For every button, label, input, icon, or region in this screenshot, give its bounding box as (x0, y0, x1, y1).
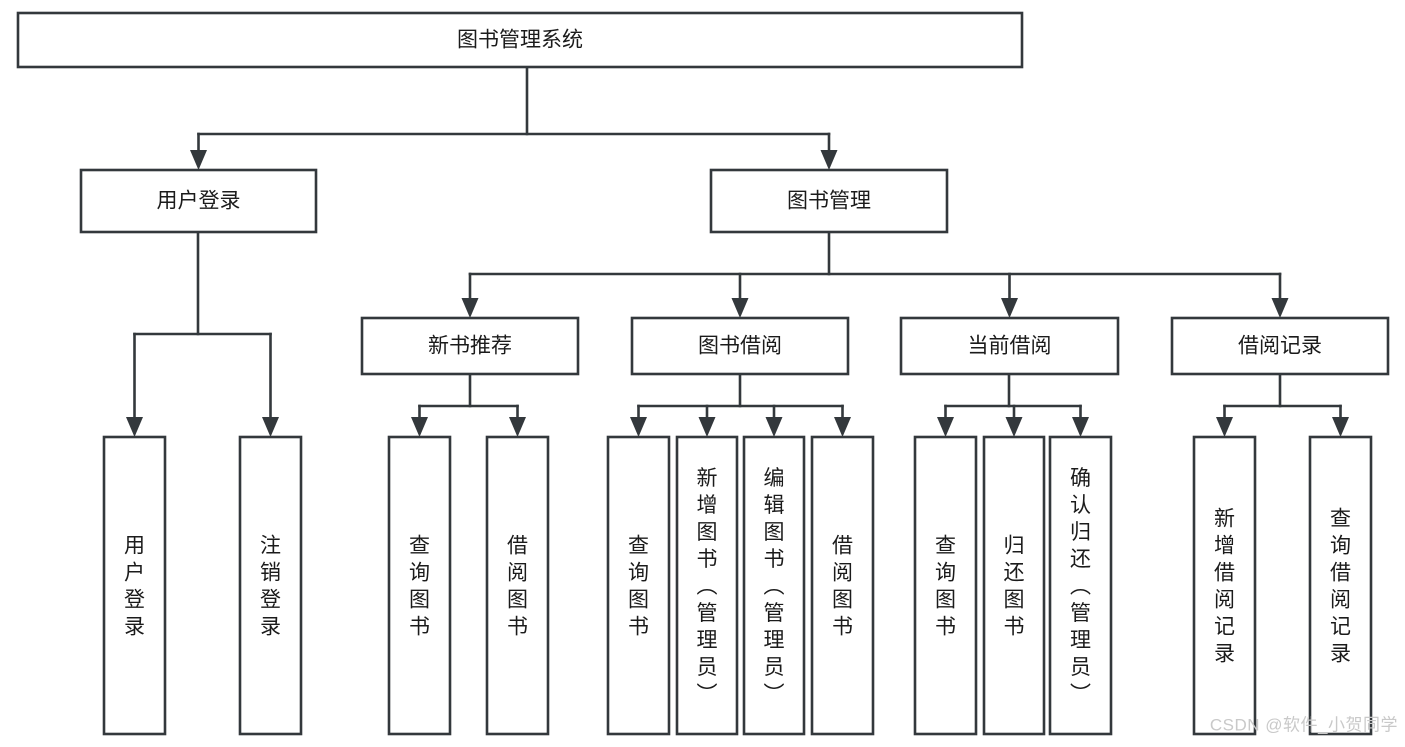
node-label-leaf-user-login: 用户登录 (124, 535, 145, 639)
node-label-leaf-borrow-book-1: 借阅图书 (507, 535, 528, 639)
node-box-new-book-rec[interactable] (360, 316, 580, 376)
arrow-head-icon (1072, 417, 1089, 437)
node-borrow-record[interactable]: 借阅记录 (1170, 316, 1390, 376)
arrow-head-icon (1005, 417, 1023, 437)
node-book-admin[interactable]: 图书管理 (709, 168, 949, 234)
arrow-head-icon (190, 150, 207, 170)
arrow-head-icon (731, 298, 749, 318)
node-box-leaf-borrow-book-1[interactable] (485, 435, 550, 736)
node-box-user-login[interactable] (79, 168, 318, 234)
arrow-head-icon (509, 417, 526, 437)
node-user-login[interactable]: 用户登录 (79, 168, 318, 234)
node-layer: 图书管理系统用户登录图书管理新书推荐图书借阅当前借阅借阅记录用户登录注销登录查询… (16, 11, 1390, 736)
node-label-leaf-edit-book: 编辑图书︵管理员︶ (764, 467, 785, 706)
node-leaf-query-book-3[interactable]: 查询图书 (913, 435, 978, 736)
node-leaf-return-book[interactable]: 归还图书 (982, 435, 1046, 736)
node-leaf-edit-book[interactable]: 编辑图书︵管理员︶ (742, 435, 806, 736)
node-label-new-book-rec: 新书推荐 (428, 335, 512, 358)
node-label-leaf-query-book-2: 查询图书 (628, 535, 649, 639)
arrow-head-icon (262, 417, 279, 437)
arrow-head-icon (126, 417, 143, 437)
node-box-leaf-user-login[interactable] (102, 435, 167, 736)
node-box-leaf-edit-book[interactable] (742, 435, 806, 736)
node-box-leaf-query-book-3[interactable] (913, 435, 978, 736)
node-box-leaf-logout[interactable] (238, 435, 303, 736)
arrow-head-icon (1332, 417, 1349, 437)
connector-group-bus-root (190, 65, 838, 170)
node-label-leaf-confirm-return: 确认归还︵管理员︶ (1070, 467, 1091, 706)
arrow-head-icon (630, 417, 647, 437)
arrow-head-icon (820, 150, 838, 170)
arrow-head-icon (937, 417, 954, 437)
arrow-head-icon (765, 417, 783, 437)
node-label-borrow-record: 借阅记录 (1238, 335, 1322, 358)
node-box-leaf-query-record[interactable] (1308, 435, 1373, 736)
node-label-current-borrow: 当前借阅 (968, 335, 1052, 358)
node-label-root: 图书管理系统 (457, 29, 583, 52)
arrow-head-icon (1216, 417, 1233, 437)
node-box-leaf-add-record[interactable] (1192, 435, 1257, 736)
arrow-head-icon (1271, 298, 1289, 318)
node-box-book-admin[interactable] (709, 168, 949, 234)
arrow-head-icon (834, 417, 851, 437)
arrow-head-icon (1001, 298, 1018, 318)
node-box-book-borrow[interactable] (630, 316, 850, 376)
node-label-leaf-query-book-1: 查询图书 (409, 535, 430, 639)
node-leaf-user-login[interactable]: 用户登录 (102, 435, 167, 736)
connector-group-bus-new-book-rec (411, 372, 526, 437)
node-label-user-login: 用户登录 (157, 190, 241, 213)
node-root[interactable]: 图书管理系统 (16, 11, 1024, 69)
arrow-head-icon (698, 417, 716, 437)
connector-group-bus-borrow-record (1216, 372, 1349, 437)
node-leaf-borrow-book-1[interactable]: 借阅图书 (485, 435, 550, 736)
node-box-root[interactable] (16, 11, 1024, 69)
node-label-leaf-add-record: 新增借阅记录 (1214, 508, 1235, 666)
node-box-leaf-query-book-1[interactable] (387, 435, 452, 736)
node-label-leaf-return-book: 归还图书 (1004, 535, 1025, 639)
connector-layer (126, 65, 1349, 437)
connector-group-bus-current-borrow (937, 372, 1089, 437)
node-book-borrow[interactable]: 图书借阅 (630, 316, 850, 376)
node-leaf-query-book-2[interactable]: 查询图书 (606, 435, 671, 736)
node-label-book-admin: 图书管理 (787, 190, 871, 213)
arrow-head-icon (411, 417, 428, 437)
node-leaf-query-record[interactable]: 查询借阅记录 (1308, 435, 1373, 736)
node-label-leaf-query-record: 查询借阅记录 (1330, 508, 1351, 666)
node-label-leaf-logout: 注销登录 (260, 535, 281, 639)
arrow-head-icon (461, 298, 479, 318)
node-leaf-logout[interactable]: 注销登录 (238, 435, 303, 736)
node-leaf-borrow-book-2[interactable]: 借阅图书 (810, 435, 875, 736)
node-box-leaf-add-book[interactable] (675, 435, 739, 736)
connector-group-bus-user-login (126, 230, 279, 437)
node-box-leaf-query-book-2[interactable] (606, 435, 671, 736)
node-box-borrow-record[interactable] (1170, 316, 1390, 376)
node-label-leaf-add-book: 新增图书︵管理员︶ (697, 467, 718, 706)
node-leaf-add-record[interactable]: 新增借阅记录 (1192, 435, 1257, 736)
node-leaf-add-book[interactable]: 新增图书︵管理员︶ (675, 435, 739, 736)
csdn-watermark: CSDN @软件_小贺同学 (1210, 715, 1398, 734)
node-label-leaf-borrow-book-2: 借阅图书 (832, 535, 853, 639)
node-label-leaf-query-book-3: 查询图书 (935, 535, 956, 639)
node-label-book-borrow: 图书借阅 (698, 335, 782, 358)
connector-group-bus-book-borrow (630, 372, 851, 437)
node-box-leaf-confirm-return[interactable] (1048, 435, 1113, 736)
node-box-current-borrow[interactable] (899, 316, 1120, 376)
connector-group-bus-book-admin (461, 230, 1289, 318)
node-box-leaf-borrow-book-2[interactable] (810, 435, 875, 736)
node-box-leaf-return-book[interactable] (982, 435, 1046, 736)
node-current-borrow[interactable]: 当前借阅 (899, 316, 1120, 376)
node-leaf-confirm-return[interactable]: 确认归还︵管理员︶ (1048, 435, 1113, 736)
node-new-book-rec[interactable]: 新书推荐 (360, 316, 580, 376)
node-leaf-query-book-1[interactable]: 查询图书 (387, 435, 452, 736)
